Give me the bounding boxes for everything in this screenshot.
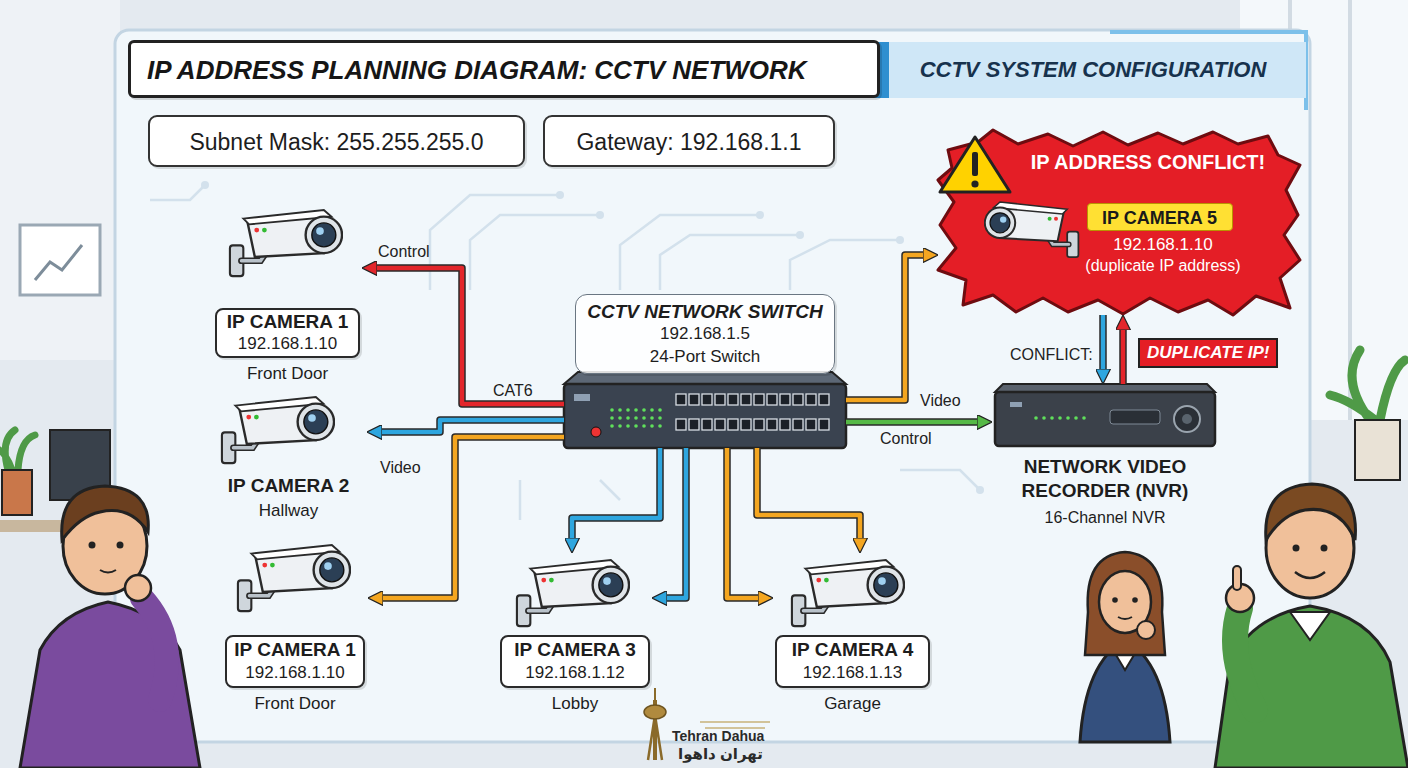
cable-line bbox=[846, 255, 923, 400]
node-heading: IP CAMERA 1 bbox=[215, 310, 360, 334]
node-text: Front Door bbox=[215, 363, 360, 384]
cable-line bbox=[667, 448, 686, 598]
node-heading: IP CAMERA 3 bbox=[500, 638, 650, 662]
edge-label: Video bbox=[920, 392, 961, 410]
node-heading: Subnet Mask: 255.255.255.0 bbox=[150, 128, 523, 157]
cable-connector bbox=[846, 255, 923, 400]
cable-connector bbox=[727, 448, 758, 598]
cable-outline bbox=[572, 448, 660, 538]
cable-outline bbox=[667, 448, 686, 598]
camera-node: IP CAMERA 4192.168.1.13Garage bbox=[773, 553, 932, 715]
cable-outline bbox=[757, 448, 860, 538]
node-heading: IP CAMERA 1 bbox=[225, 638, 365, 662]
cable-connector bbox=[667, 448, 686, 598]
node-heading: IP CAMERA 4 bbox=[775, 638, 930, 662]
nvr-device: NETWORK VIDEO RECORDER (NVR) 16-Channel N… bbox=[992, 384, 1218, 531]
cable-connector bbox=[572, 448, 660, 538]
node-heading: CCTV SYSTEM CONFIGURATION bbox=[888, 56, 1298, 84]
cable-line bbox=[757, 448, 860, 538]
node-text: 192.168.1.13 bbox=[775, 662, 930, 683]
title-box: IP ADDRESS PLANNING DIAGRAM: CCTV NETWOR… bbox=[128, 40, 880, 98]
cable-outline bbox=[382, 420, 564, 432]
cable-type-label: CAT6 bbox=[493, 381, 543, 401]
alert-tag: DUPLICATE IP! bbox=[1138, 338, 1278, 368]
cable-connector bbox=[382, 420, 564, 432]
cable-outline bbox=[1099, 315, 1107, 369]
cable-outline bbox=[1119, 330, 1127, 384]
cable-connector bbox=[377, 268, 564, 404]
edge-label: CONFLICT: bbox=[1010, 346, 1093, 364]
cable-line bbox=[1121, 330, 1126, 384]
cable-line bbox=[1101, 315, 1106, 369]
cable-connector bbox=[1103, 315, 1104, 369]
node-heading: IP CAMERA 5 bbox=[1088, 207, 1231, 230]
info-box: Gateway: 192.168.1.1 bbox=[543, 115, 835, 167]
cable-outline bbox=[377, 268, 564, 404]
node-text: 192.168.1.10 bbox=[215, 333, 360, 354]
cable-line bbox=[382, 420, 564, 432]
node-text: (duplicate IP address) bbox=[1058, 256, 1268, 276]
node-text: Garage bbox=[775, 693, 930, 714]
camera-node: IP CAMERA 1192.168.1.10Front Door bbox=[222, 535, 368, 715]
burst-shape bbox=[938, 130, 1300, 315]
node-text: Front Door bbox=[225, 693, 365, 714]
camera-node: IP CAMERA 1192.168.1.10Front Door bbox=[210, 200, 362, 386]
watermark: تهران داهوا bbox=[678, 745, 788, 764]
edge-label: Video bbox=[380, 459, 421, 477]
cable-outline bbox=[727, 448, 758, 598]
watermark: Tehran Dahua bbox=[672, 728, 792, 746]
node-text: Hallway bbox=[210, 500, 367, 521]
node-heading: Gateway: 192.168.1.1 bbox=[545, 128, 833, 157]
node-text: 192.168.1.12 bbox=[500, 662, 650, 683]
cable-connector bbox=[1123, 330, 1124, 384]
cable-connector bbox=[846, 422, 977, 423]
node-heading: CCTV NETWORK SWITCH bbox=[564, 300, 846, 324]
cable-line bbox=[846, 420, 977, 425]
node-heading: IP CAMERA 2 bbox=[210, 474, 367, 498]
conflict-burst: IP ADDRESS CONFLICT! 192.168.1.10(duplica… bbox=[938, 130, 1300, 315]
network-switch: CCTV NETWORK SWITCH192.168.1.524-Port Sw… bbox=[564, 380, 846, 448]
cable-connector bbox=[757, 448, 860, 538]
diagram-title: IP ADDRESS PLANNING DIAGRAM: CCTV NETWOR… bbox=[147, 54, 863, 87]
camera-tag: IP CAMERA 5 bbox=[1087, 203, 1233, 231]
header-band: CCTV SYSTEM CONFIGURATION bbox=[858, 42, 1306, 98]
node-text: Lobby bbox=[500, 693, 650, 714]
node-text: 24-Port Switch bbox=[564, 346, 846, 367]
info-box: Subnet Mask: 255.255.255.0 bbox=[148, 115, 525, 167]
node-text: 16-Channel NVR bbox=[992, 508, 1218, 528]
node-text: 192.168.1.10 bbox=[1078, 234, 1248, 255]
cable-outline bbox=[846, 418, 977, 426]
node-heading: NETWORK VIDEO RECORDER (NVR) bbox=[992, 455, 1218, 503]
camera-node: IP CAMERA 3192.168.1.12Lobby bbox=[498, 553, 652, 715]
camera-node: IP CAMERA 2Hallway bbox=[210, 385, 367, 525]
cable-line bbox=[377, 268, 564, 404]
edge-label: Control bbox=[880, 430, 932, 448]
cable-outline bbox=[846, 255, 923, 400]
node-heading: IP ADDRESS CONFLICT! bbox=[1013, 150, 1283, 175]
edge-label: Control bbox=[378, 243, 430, 261]
node-text: 192.168.1.5 bbox=[564, 323, 846, 344]
cable-line bbox=[727, 448, 758, 598]
cable-line bbox=[572, 448, 660, 538]
node-text: 192.168.1.10 bbox=[225, 662, 365, 683]
